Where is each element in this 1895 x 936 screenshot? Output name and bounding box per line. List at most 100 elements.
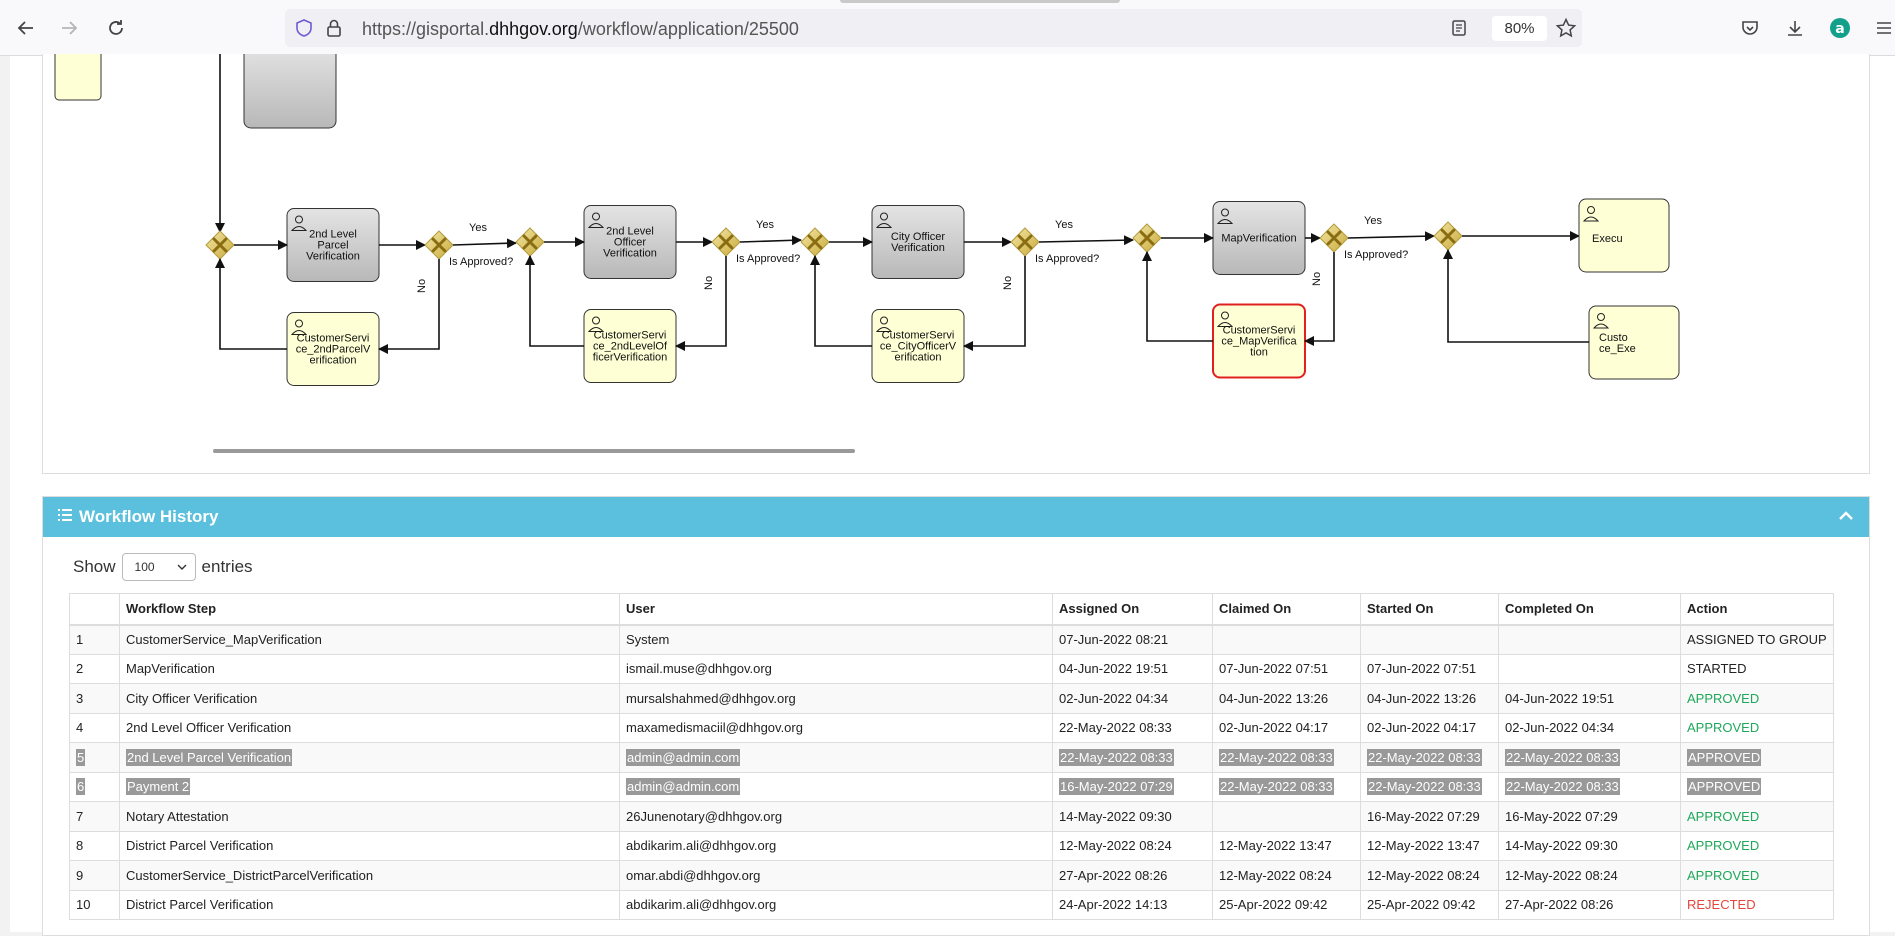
task-label-line: Verification bbox=[603, 248, 657, 260]
cell-action-status: APPROVED bbox=[1680, 801, 1834, 832]
user-task-icon bbox=[875, 316, 893, 332]
user-text: omar.abdi@dhhgov.org bbox=[626, 867, 761, 883]
user-text: 26Junenotary@dhhgov.org bbox=[626, 808, 783, 824]
claimed-on-text: 22-May-2022 08:33 bbox=[1219, 778, 1334, 796]
extension-a-icon[interactable]: a bbox=[1826, 14, 1854, 42]
user-text: admin@admin.com bbox=[626, 778, 741, 796]
workflow-step-text: 2nd Level Parcel Verification bbox=[126, 748, 293, 766]
sequence-flow bbox=[378, 259, 440, 354]
row-number-text: 5 bbox=[76, 748, 86, 766]
started-on-text: 04-Jun-2022 13:26 bbox=[1367, 690, 1477, 706]
claimed-on-text: 12-May-2022 13:47 bbox=[1219, 838, 1332, 854]
col-header-claimed-on[interactable]: Claimed On bbox=[1212, 593, 1361, 626]
cell-workflow-step: MapVerification bbox=[119, 653, 620, 684]
sequence-flow bbox=[963, 256, 1026, 351]
user-task-t3c[interactable]: CustomerService_MapVerification bbox=[1212, 303, 1306, 379]
workflow-step-text: District Parcel Verification bbox=[126, 838, 274, 854]
cell-claimed-on: 12-May-2022 08:24 bbox=[1212, 860, 1361, 891]
cell-claimed-on: 07-Jun-2022 07:51 bbox=[1212, 653, 1361, 684]
cell-started-on bbox=[1360, 624, 1499, 655]
sequence-flow bbox=[1347, 231, 1435, 242]
task-label-line: ce_2ndLevelOf bbox=[593, 341, 668, 353]
completed-on-text: 02-Jun-2022 04:34 bbox=[1505, 720, 1615, 736]
x-gateway-icon bbox=[515, 227, 545, 257]
chevron-up-icon[interactable] bbox=[1837, 507, 1855, 525]
cell-row-number: 8 bbox=[69, 830, 120, 861]
user-task-icon bbox=[1592, 313, 1610, 329]
downloads-icon[interactable] bbox=[1781, 14, 1809, 42]
col-header-completed-on[interactable]: Completed On bbox=[1498, 593, 1681, 626]
diagram-horizontal-scrollbar[interactable] bbox=[213, 449, 855, 453]
x-gateway-icon bbox=[1433, 221, 1463, 251]
user-task-t1c[interactable]: CustomerService_2ndLevelOfficerVerificat… bbox=[583, 309, 677, 383]
cell-completed-on bbox=[1498, 624, 1681, 655]
col-header-workflow-step[interactable]: Workflow Step bbox=[119, 593, 620, 626]
user-task-icon bbox=[1216, 311, 1234, 327]
cell-started-on: 12-May-2022 08:24 bbox=[1360, 860, 1499, 891]
task-label-line: ce_Exe bbox=[1599, 343, 1636, 355]
zoom-level-button[interactable]: 80% bbox=[1492, 16, 1547, 41]
sequence-flow bbox=[215, 258, 287, 350]
user-text: ismail.muse@dhhgov.org bbox=[626, 661, 772, 677]
partial-task-top bbox=[243, 54, 337, 129]
cell-action-status: APPROVED bbox=[1680, 860, 1834, 891]
menu-hamburger-icon[interactable] bbox=[1870, 14, 1895, 42]
pocket-icon[interactable] bbox=[1736, 14, 1764, 42]
workflow-history-header[interactable]: Workflow History bbox=[43, 497, 1869, 537]
cell-action-status: APPROVED bbox=[1680, 742, 1834, 773]
cell-started-on: 22-May-2022 08:33 bbox=[1360, 742, 1499, 773]
lock-icon[interactable] bbox=[323, 17, 345, 39]
cell-assigned-on: 27-Apr-2022 08:26 bbox=[1052, 860, 1213, 891]
reader-view-icon[interactable] bbox=[1448, 17, 1470, 39]
action-status-text: ASSIGNED TO GROUP bbox=[1687, 632, 1827, 647]
tab-strip-hint bbox=[840, 0, 1120, 3]
cell-user: omar.abdi@dhhgov.org bbox=[619, 860, 1053, 891]
user-task-t3[interactable]: MapVerification bbox=[1212, 201, 1306, 275]
x-gateway-icon bbox=[1132, 223, 1162, 253]
col-header-number[interactable] bbox=[69, 593, 120, 626]
x-gateway-icon bbox=[1319, 223, 1349, 253]
started-on-text: 07-Jun-2022 07:51 bbox=[1367, 661, 1477, 677]
url-text[interactable]: https://gisportal.dhhgov.org/workflow/ap… bbox=[362, 19, 799, 40]
entries-select[interactable]: 100 bbox=[121, 553, 196, 581]
col-header-started-on[interactable]: Started On bbox=[1360, 593, 1499, 626]
reload-button[interactable] bbox=[102, 14, 130, 42]
bookmark-star-icon[interactable] bbox=[1555, 17, 1577, 39]
assigned-on-text: 12-May-2022 08:24 bbox=[1059, 838, 1172, 854]
url-bar[interactable]: https://gisportal.dhhgov.org/workflow/ap… bbox=[285, 9, 1582, 47]
cell-completed-on: 14-May-2022 09:30 bbox=[1498, 830, 1681, 861]
sequence-flow bbox=[452, 238, 517, 249]
col-header-action[interactable]: Action bbox=[1680, 593, 1834, 626]
workflow-history-title: Workflow History bbox=[79, 507, 219, 526]
cell-assigned-on: 16-May-2022 07:29 bbox=[1052, 771, 1213, 802]
row-number-text: 6 bbox=[76, 778, 86, 796]
claimed-on-text: 02-Jun-2022 04:17 bbox=[1219, 720, 1329, 736]
cell-completed-on: 16-May-2022 07:29 bbox=[1498, 801, 1681, 832]
cell-assigned-on: 02-Jun-2022 04:34 bbox=[1052, 683, 1213, 714]
cell-row-number: 5 bbox=[69, 742, 120, 773]
back-button[interactable] bbox=[12, 14, 40, 42]
assigned-on-text: 02-Jun-2022 04:34 bbox=[1059, 690, 1169, 706]
user-task-icon bbox=[1582, 206, 1600, 222]
forward-button[interactable] bbox=[55, 14, 83, 42]
col-header-user[interactable]: User bbox=[619, 593, 1053, 626]
col-header-assigned-on[interactable]: Assigned On bbox=[1052, 593, 1213, 626]
tracking-shield-icon[interactable] bbox=[293, 17, 315, 39]
cell-user: abdikarim.ali@dhhgov.org bbox=[619, 889, 1053, 920]
